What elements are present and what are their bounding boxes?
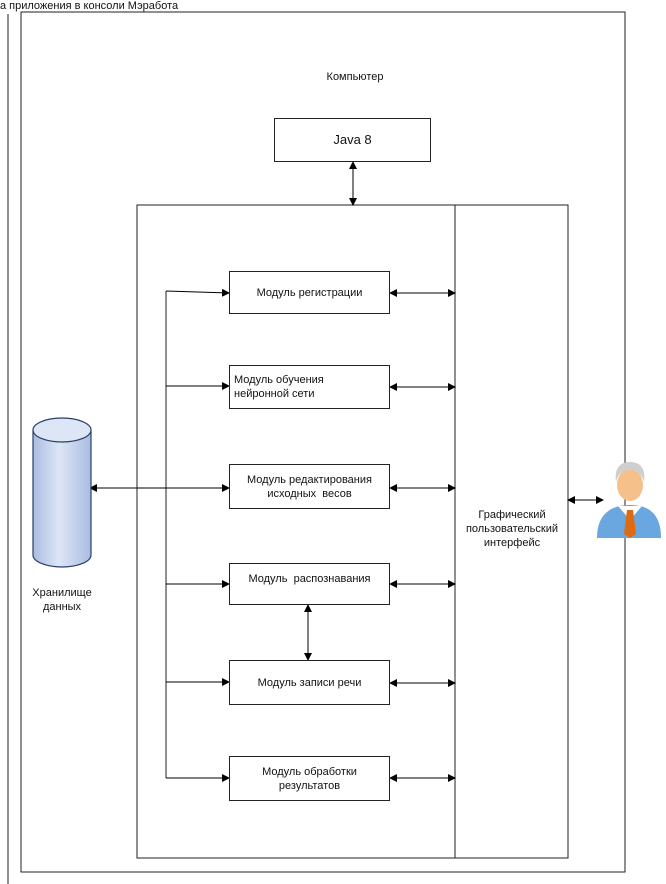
module-weights-editing-label: Модуль редактирования исходных весов (247, 473, 376, 500)
module-registration-label: Модуль регистрации (256, 286, 363, 299)
bus-to-registration (165, 288, 230, 297)
cropped-heading-fragment: а приложения в консоли Мэработа (0, 0, 179, 12)
module-speech-recording-label: Модуль записи речи (257, 676, 362, 689)
storage-cylinder-icon (32, 417, 92, 568)
module-network-training-label: Модуль обучения нейронной сети (234, 374, 324, 400)
module-network-training: Модуль обучения нейронной сети (229, 365, 390, 409)
module-registration: Модуль регистрации (229, 271, 390, 314)
module-weights-editing: Модуль редактирования исходных весов (229, 464, 390, 509)
module-recognition: Модуль распознавания (229, 563, 390, 605)
computer-label: Компьютер (326, 71, 384, 83)
computer-frame (20, 11, 626, 873)
user-icon (597, 462, 661, 538)
module-recognition-label: Модуль распознавания (248, 573, 371, 585)
module-results-processing: Модуль обработки результатов (229, 756, 390, 801)
storage-label: Хранилище данных (32, 587, 92, 613)
java-box: Java 8 (274, 118, 431, 162)
module-results-processing-label: Модуль обработки результатов (262, 765, 357, 792)
java-label: Java 8 (333, 132, 372, 147)
gui-label: Графический пользовательский интерфейс (465, 509, 559, 549)
module-speech-recording: Модуль записи речи (229, 660, 390, 705)
